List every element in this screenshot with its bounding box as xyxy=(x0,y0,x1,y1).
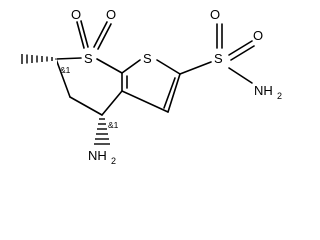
bond-s1-c7a xyxy=(96,58,123,74)
bond-s1-o-left-2 xyxy=(80,20,89,48)
bond-c4-c3a xyxy=(101,90,123,116)
atom-label-amine-nh2-subscript: 2 xyxy=(111,156,116,166)
atom-label-ring-sulfone-s: S xyxy=(84,51,93,66)
bond-c5-c4 xyxy=(69,96,103,116)
stereo-label-c6: &1 xyxy=(60,65,71,75)
bond-c2-c3 xyxy=(167,73,181,113)
bond-c7a-s-thiophene xyxy=(121,59,141,74)
bond-c6-s1 xyxy=(55,57,82,60)
stereo-labels: &1 &1 xyxy=(60,65,119,130)
bond-c2-c3-double xyxy=(163,77,176,109)
bond-s1-o-right xyxy=(93,21,108,48)
bond-s1-o-right-2 xyxy=(97,23,112,50)
chemical-structure: O O S S S O O NH 2 NH 2 &1 &1 xyxy=(17,7,283,166)
hashed-bond-c4-nh2 xyxy=(94,118,110,145)
bonds xyxy=(17,20,255,145)
bond-s1-o-left xyxy=(76,21,85,49)
atom-label-sulfone-o-right: O xyxy=(106,7,116,22)
atom-label-sulfonamide-nh2-subscript: 2 xyxy=(277,91,282,101)
bond-s-sulfonamide-o-right-2 xyxy=(230,45,255,61)
atom-label-thiophene-s: S xyxy=(143,51,152,66)
atom-label-sulfonamide-o-right: O xyxy=(253,28,263,43)
atom-label-amine-nh2: NH xyxy=(88,148,107,163)
bond-c3-c3a xyxy=(121,90,169,113)
bond-c6-c5 xyxy=(55,58,71,98)
hashed-bond-c6-methyl xyxy=(21,54,53,64)
atom-label-sulfone-o-left: O xyxy=(71,7,81,22)
stereo-label-c4: &1 xyxy=(108,120,119,130)
atom-label-sulfonamide-s: S xyxy=(214,51,223,66)
atom-label-sulfonamide-o-top: O xyxy=(210,7,220,22)
atom-label-sulfonamide-nh2: NH xyxy=(254,83,273,98)
atom-labels: O O S S S O O NH 2 NH 2 xyxy=(71,7,282,166)
bond-s-sulfonamide-n xyxy=(228,67,253,84)
bond-s-sulfonamide-o-right xyxy=(228,40,253,56)
bond-s-thiophene-c2 xyxy=(156,59,181,75)
bond-c2-s-sulfonamide xyxy=(179,61,212,75)
